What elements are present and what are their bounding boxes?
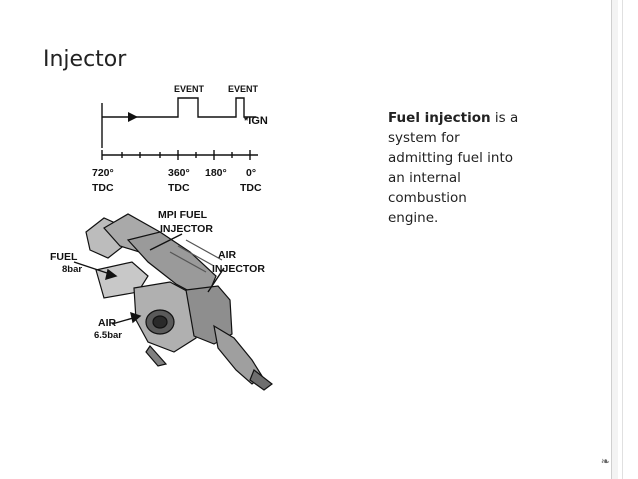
event-label-left: EVENT (174, 84, 205, 94)
label-air-injector-1: AIR (218, 249, 237, 261)
corner-ornament-icon: ❧ (600, 456, 610, 468)
timing-diagram (101, 97, 258, 160)
label-air-pressure: 6.5bar (94, 330, 122, 341)
event-label-right: EVENT (228, 84, 259, 94)
timing-arrow (128, 112, 138, 122)
slide-description: Fuel injection is a system for admitting… (388, 108, 548, 228)
timing-signal-line (102, 97, 256, 118)
label-air: AIR (98, 317, 117, 329)
ign-label: *IGN (244, 115, 268, 127)
injector-body (85, 213, 273, 391)
label-fuel-pressure: 8bar (62, 264, 82, 275)
tick-label-0: 0° (246, 167, 256, 179)
label-mpi-injector: INJECTOR (160, 223, 213, 235)
tick-label-360: 360° (168, 167, 190, 179)
slide-title: Injector (43, 47, 127, 72)
label-fuel: FUEL (50, 251, 78, 263)
description-bold: Fuel injection (388, 110, 491, 126)
label-mpi-fuel: MPI FUEL (158, 209, 208, 221)
tick-tdc-720: TDC (92, 182, 114, 194)
right-border-bar (611, 0, 623, 479)
tick-tdc-0: TDC (240, 182, 262, 194)
tick-label-180: 180° (205, 167, 227, 179)
label-air-injector-2: INJECTOR (212, 263, 265, 275)
tick-label-720: 720° (92, 167, 114, 179)
injector-arrows (73, 233, 225, 325)
tick-tdc-360: TDC (168, 182, 190, 194)
description-text: is a system for admitting fuel into an i… (388, 110, 519, 226)
